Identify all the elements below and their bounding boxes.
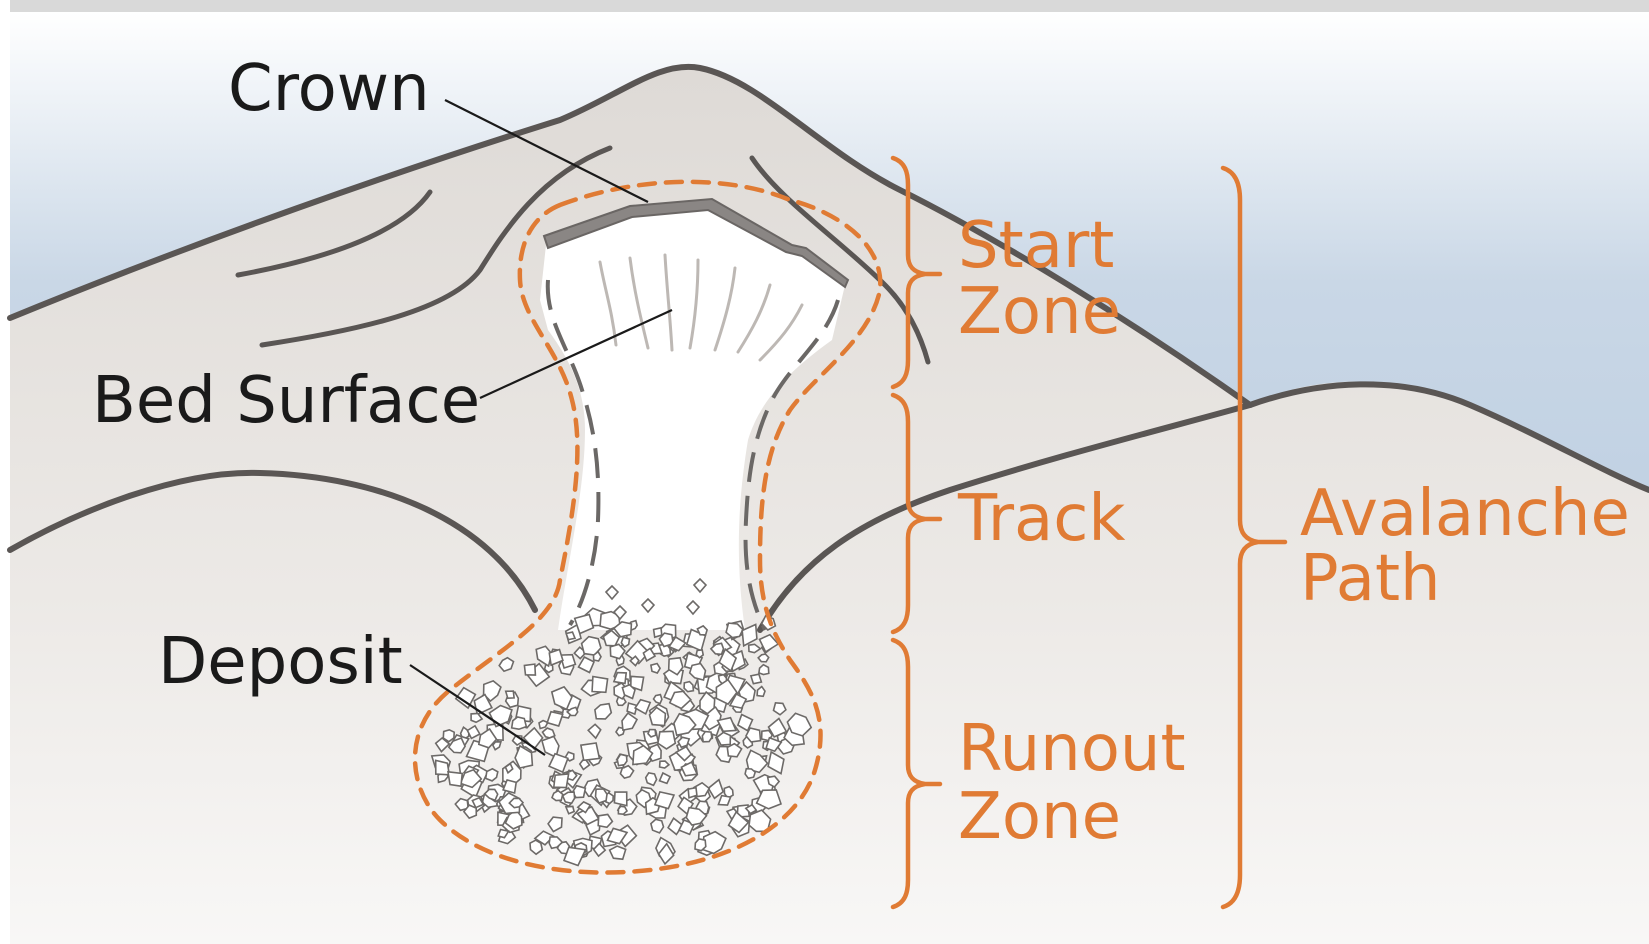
bed-surface-label: Bed Surface: [92, 364, 480, 438]
debris-rock: [448, 772, 462, 786]
debris-rock: [695, 839, 706, 851]
top-border-strip: [10, 0, 1649, 12]
start-zone-label-line2: Zone: [958, 275, 1121, 349]
debris-rock: [554, 774, 569, 788]
debris-rock: [617, 754, 627, 765]
debris-rock: [702, 732, 712, 742]
debris-rock: [592, 677, 608, 693]
crown-label: Crown: [228, 52, 430, 126]
runout-zone-label-line2: Zone: [958, 780, 1121, 854]
debris-rock: [436, 760, 450, 774]
start-zone-label-line1: Start: [958, 209, 1114, 283]
avalanche-path-label-line2: Path: [1300, 542, 1441, 616]
debris-rock: [651, 819, 664, 833]
debris-rock: [621, 637, 629, 647]
debris-rock: [524, 664, 535, 675]
debris-rock: [618, 806, 627, 814]
runout-zone-label-line1: Runout: [958, 712, 1186, 786]
deposit-label: Deposit: [158, 625, 403, 699]
avalanche-path-label-line1: Avalanche: [1300, 477, 1630, 551]
debris-rock: [563, 792, 575, 803]
debris-rock: [745, 769, 755, 779]
debris-rock: [566, 632, 575, 640]
debris-rock: [751, 674, 762, 684]
debris-rock: [648, 730, 656, 737]
track-label: Track: [957, 482, 1125, 556]
debris-rock: [688, 788, 697, 798]
debris-rock: [696, 650, 703, 658]
debris-rock: [651, 664, 660, 674]
debris-rock: [596, 789, 608, 803]
debris-rock: [614, 792, 626, 806]
debris-rock: [581, 743, 600, 760]
debris-rock: [684, 682, 693, 692]
debris-rock: [654, 628, 662, 637]
debris-rock: [646, 773, 657, 786]
debris-rock: [506, 691, 514, 698]
